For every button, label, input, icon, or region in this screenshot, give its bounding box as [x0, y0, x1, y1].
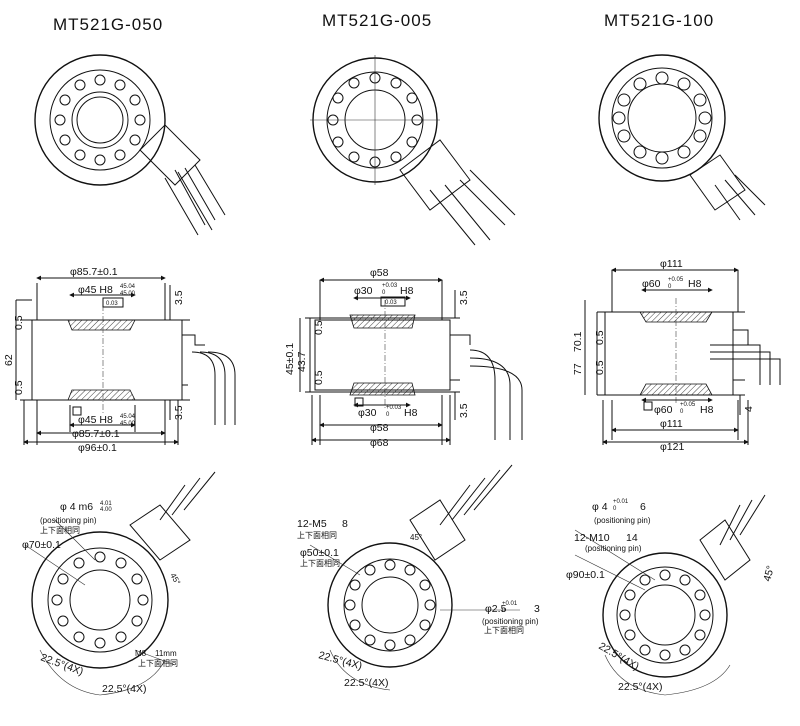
pin-tol-lower-005: 0 [502, 608, 506, 614]
section-view-100 [584, 267, 781, 445]
tol-bot-upper: 45.04 [120, 414, 136, 420]
tol-bot-lower-005: 0 [386, 412, 390, 418]
iso-top-view-005 [310, 55, 516, 246]
dim-0-5-b: 0.5 [13, 380, 25, 395]
dim-phi-30-bot: φ30 [358, 407, 377, 419]
pin-tol-upper: 4.01 [100, 501, 112, 507]
same-face-label-050-b: 上下面相同 [138, 658, 178, 668]
box-flatness-top-005: 0.03 [385, 300, 397, 306]
dim-phi-58-top: φ58 [370, 267, 389, 279]
pin-tol-upper-100: +0.01 [613, 499, 629, 505]
dim-phi-68: φ68 [370, 437, 389, 449]
angle-22-5-a-100: 22.5°(4X) [597, 640, 642, 673]
pin-phi-2-5: φ2.5 [485, 603, 507, 615]
section-view-050 [15, 275, 236, 445]
dim-3-5-bot-005: 3.5 [458, 403, 470, 418]
thread-12-m10: 12-M10 [574, 532, 610, 544]
angle-22-5-b-100: 22.5°(4X) [618, 681, 662, 693]
same-face-label-005: 上下面相同 [297, 530, 337, 540]
tol-top-lower-005: 0 [382, 290, 386, 296]
thread-depth-14: 14 [626, 532, 638, 544]
section-view-005 [299, 277, 523, 445]
dim-70-1: 70.1 [572, 331, 584, 352]
dim-62: 62 [3, 354, 15, 366]
dim-phi-70: φ70±0.1 [22, 539, 61, 551]
dim-43-7: 43.7 [296, 351, 308, 372]
title-mt521g-005: MT521G-005 [322, 11, 432, 30]
fit-h8-top: H8 [400, 285, 414, 297]
pin-tol-upper-005: +0.01 [502, 601, 518, 607]
pin-tol-lower-100: 0 [613, 506, 617, 512]
pin-depth-6: 6 [640, 501, 646, 513]
dim-4: 4 [743, 406, 755, 412]
dim-phi-30-top: φ30 [354, 285, 373, 297]
iso-bottom-view-100 [574, 494, 766, 696]
fit-h8-bot-100: H8 [700, 404, 714, 416]
dim-phi-111-top: φ111 [660, 258, 683, 270]
thread-depth-8: 8 [342, 518, 348, 530]
tol-top-lower-100: 0 [668, 284, 672, 290]
thread-m8: M8 [135, 649, 147, 658]
tol-top-upper: 45.04 [120, 284, 136, 290]
positioning-pin-label-100: (positioning pin) [594, 516, 651, 525]
dim-phi-58-bot: φ58 [370, 422, 389, 434]
angle-45-050: 45° [168, 572, 182, 587]
angle-45-005: 45° [410, 533, 422, 542]
dim-phi-50: φ50±0.1 [300, 547, 339, 559]
tol-bot-lower: 45.00 [120, 421, 136, 427]
dim-3-5-bot: 3.5 [173, 405, 185, 420]
dim-3-5-top-005: 3.5 [458, 290, 470, 305]
dim-0-5-a-100: 0.5 [594, 330, 606, 345]
tol-top-upper-005: +0.03 [382, 283, 398, 289]
dim-3-5-top: 3.5 [173, 290, 185, 305]
pin-phi-4-m6: φ 4 m6 [60, 501, 93, 513]
dim-phi-111-bot: φ111 [660, 418, 683, 430]
fit-h8-bot: H8 [404, 407, 418, 419]
dim-0-5-a-005: 0.5 [313, 320, 325, 335]
title-mt521g-050: MT521G-050 [53, 15, 163, 34]
dim-phi-60-bot: φ60 [654, 404, 673, 416]
thread-depth-11mm: 11mm [155, 649, 177, 658]
dim-0-5-b-100: 0.5 [594, 360, 606, 375]
same-face-label-005-b: 上下面相同 [300, 558, 340, 568]
iso-top-view-100 [598, 54, 766, 221]
pin-phi-4-100: φ 4 [592, 501, 608, 513]
tol-bot-upper-005: +0.03 [386, 405, 402, 411]
positioning-pin-label-050: (positioning pin) [40, 516, 97, 525]
dim-0-5-a: 0.5 [13, 315, 25, 330]
dim-phi-85-7-bot: φ85.7±0.1 [72, 428, 120, 440]
tol-bot-lower-100: 0 [680, 409, 684, 415]
dim-phi-45-h8-top: φ45 H8 [78, 284, 113, 296]
positioning-pin-label-100-b: (positioning pin) [585, 544, 642, 553]
dim-phi-85-7-top: φ85.7±0.1 [70, 266, 118, 278]
angle-22-5-a-005: 22.5°(4X) [317, 649, 363, 672]
dim-phi-90: φ90±0.1 [566, 569, 605, 581]
angle-22-5-b-005: 22.5°(4X) [344, 677, 388, 689]
pin-depth-3: 3 [534, 603, 540, 615]
positioning-pin-label-005: (positioning pin) [482, 617, 539, 626]
iso-top-view-050 [34, 54, 226, 236]
fit-h8-top-100: H8 [688, 278, 702, 290]
iso-bottom-view-005 [309, 464, 520, 691]
dim-77: 77 [572, 363, 584, 375]
dim-phi-96: φ96±0.1 [78, 442, 117, 454]
dim-0-5-b-005: 0.5 [313, 370, 325, 385]
same-face-label-050: 上下面相同 [40, 525, 80, 535]
tol-top-upper-100: +0.05 [668, 277, 684, 283]
dim-phi-60-top: φ60 [642, 278, 661, 290]
iso-bottom-view-050 [24, 471, 216, 696]
dim-phi-121: φ121 [660, 441, 684, 453]
tol-bot-upper-100: +0.05 [680, 402, 696, 408]
same-face-label-005-c: 上下面相同 [484, 625, 524, 635]
dim-45: 45±0.1 [284, 343, 296, 375]
box-flatness-top: 0.03 [106, 301, 118, 307]
title-mt521g-100: MT521G-100 [604, 11, 714, 30]
tol-top-lower: 45.00 [120, 291, 136, 297]
angle-45-100: 45° [761, 564, 777, 582]
dim-phi-45-h8-bot: φ45 H8 [78, 414, 113, 426]
thread-12-m5: 12-M5 [297, 518, 327, 530]
angle-22-5-b-050: 22.5°(4X) [102, 683, 146, 695]
pin-tol-lower: 4.00 [100, 507, 112, 513]
